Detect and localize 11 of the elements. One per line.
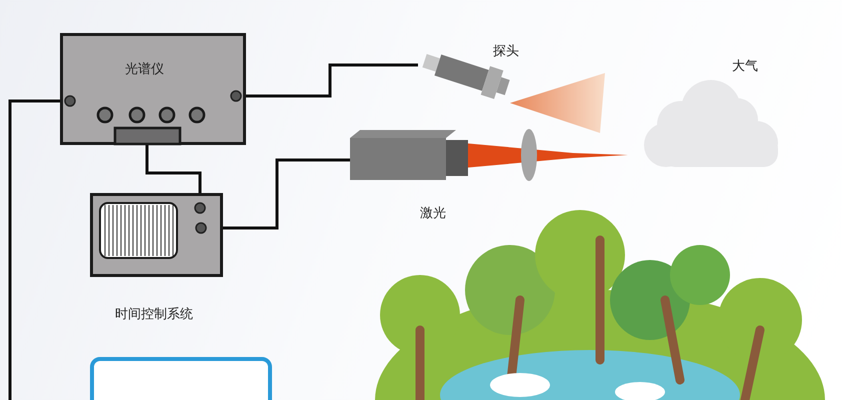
panel-box bbox=[90, 357, 272, 400]
laser-label: 激光 bbox=[420, 205, 446, 222]
cable bbox=[8, 100, 60, 400]
cable bbox=[246, 64, 418, 98]
cable bbox=[146, 145, 202, 193]
caption-text: 时间控制系统 bbox=[115, 306, 193, 323]
probe-label: 探头 bbox=[493, 43, 519, 60]
cable bbox=[223, 158, 350, 230]
heading-text: 光谱仪 bbox=[125, 61, 164, 78]
spectrometer-box bbox=[60, 33, 246, 145]
atmosphere-label: 大气 bbox=[732, 58, 758, 75]
